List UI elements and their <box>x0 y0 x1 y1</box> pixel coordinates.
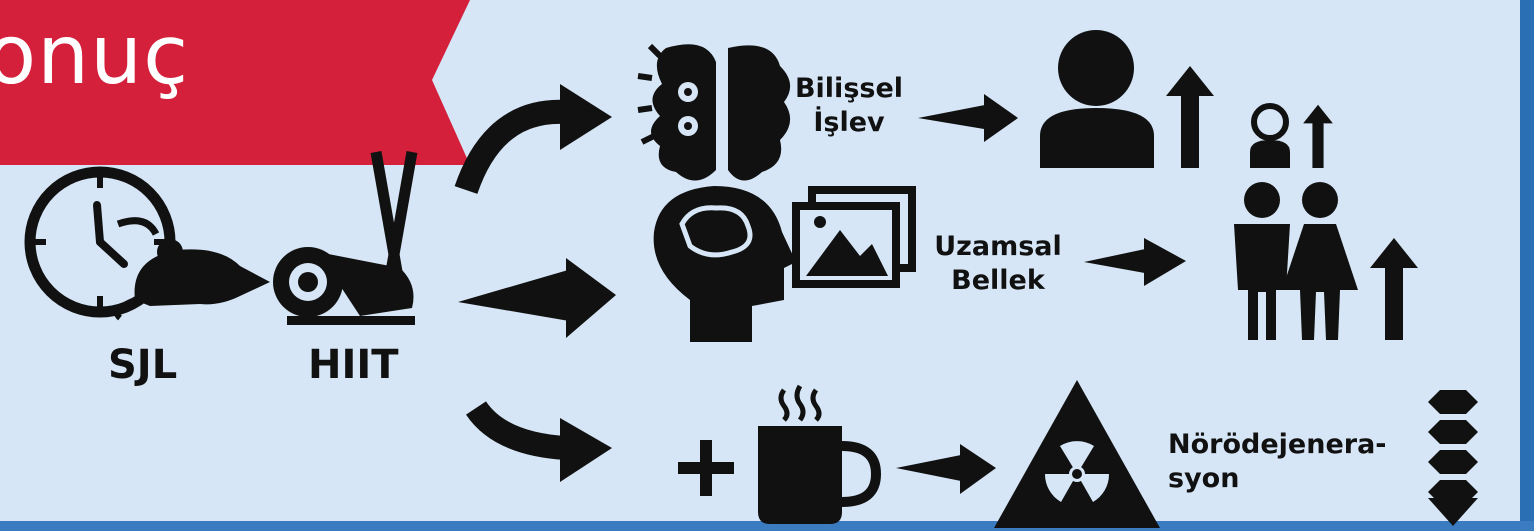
sjl-label: SJL <box>108 342 178 388</box>
curved-arrow-up-icon <box>454 84 612 195</box>
bottom-frame <box>0 521 1534 531</box>
up-arrow-icon <box>1370 238 1418 340</box>
arrow-to-man-icon <box>918 94 1018 142</box>
plus-icon <box>678 440 734 496</box>
pictures-icon <box>792 186 916 288</box>
man-icon <box>1040 30 1154 168</box>
spatial-label-line1: Uzamsal <box>934 231 1062 262</box>
coffee-mug-icon <box>758 384 882 524</box>
hiit-label: HIIT <box>308 342 399 388</box>
up-arrow-icon <box>1166 66 1214 168</box>
cognitive-label-line2: İşlev <box>813 107 885 138</box>
curved-arrow-down-icon <box>466 400 612 482</box>
neuro-label-line1: Nörödejenera- <box>1168 429 1387 460</box>
woman-icon <box>1250 103 1290 168</box>
straight-arrow-icon <box>458 258 616 338</box>
neuro-label: Nörödejenera- syon <box>1168 428 1387 496</box>
cognitive-label: Bilişsel İşlev <box>784 72 914 140</box>
clock-icon <box>24 166 176 318</box>
down-chevrons-icon <box>1428 390 1478 526</box>
neuro-label-line2: syon <box>1168 463 1240 494</box>
arrow-to-radiation-icon <box>896 444 996 494</box>
right-frame <box>1520 0 1534 531</box>
banner-title: onuç <box>0 8 190 103</box>
arrow-to-couple-icon <box>1084 238 1186 286</box>
title-banner <box>0 0 470 165</box>
radiation-warning-icon <box>994 380 1160 528</box>
rat-icon <box>114 239 270 321</box>
small-up-arrow-icon <box>1303 104 1333 168</box>
head-brain-icon <box>653 186 796 342</box>
brain-gears-icon <box>637 43 791 181</box>
couple-icon <box>1234 182 1358 340</box>
elliptical-trainer-icon <box>273 151 418 325</box>
spatial-label-line2: Bellek <box>951 265 1045 296</box>
cognitive-label-line1: Bilişsel <box>794 73 904 104</box>
spatial-label: Uzamsal Bellek <box>918 230 1078 298</box>
